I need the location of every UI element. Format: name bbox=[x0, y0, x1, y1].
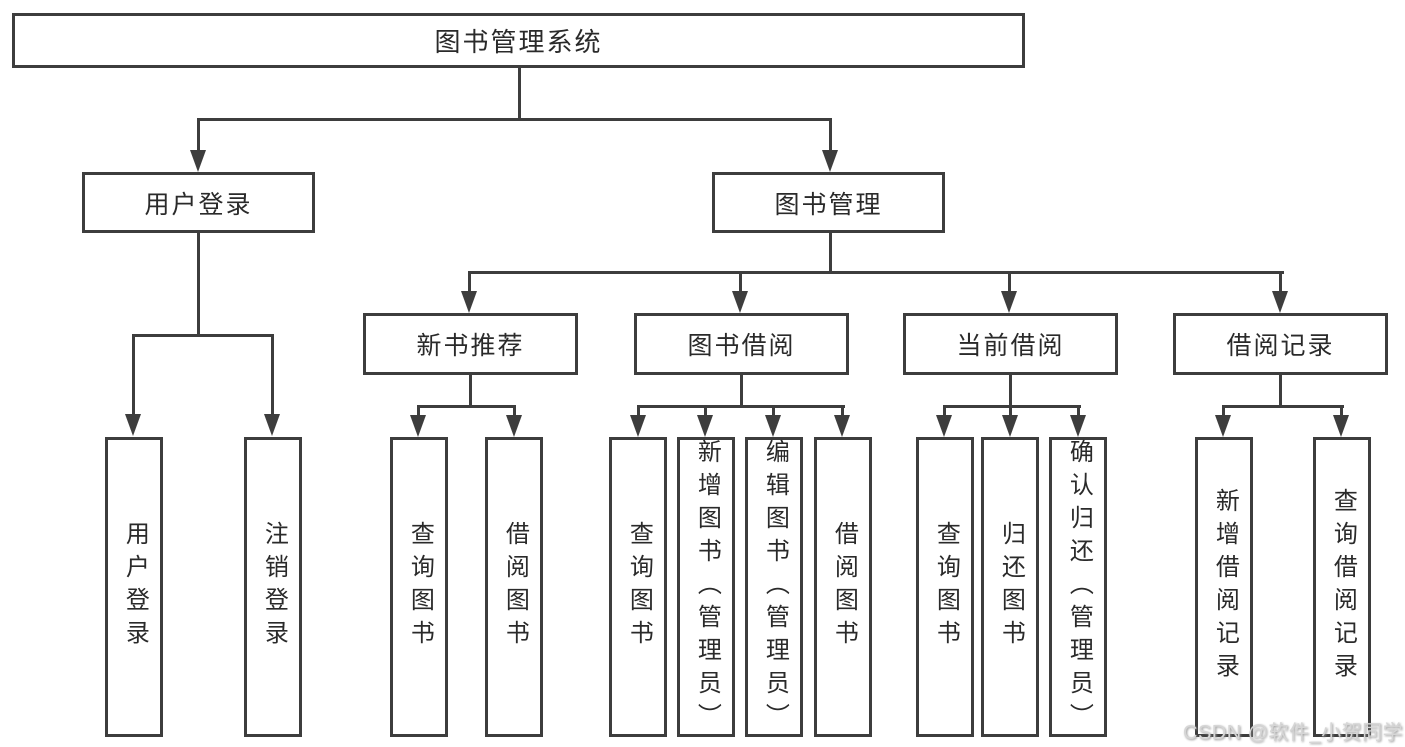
connector-book-mgmt-span bbox=[468, 271, 1284, 274]
connector-drop-leaf bbox=[1077, 405, 1080, 419]
node-borrowing-records: 借阅记录 bbox=[1173, 313, 1388, 375]
leaf-label: 新增图书（管理员） bbox=[693, 438, 721, 736]
connector-borrow-records-span bbox=[1222, 405, 1344, 408]
leaf-label: 查询图书 bbox=[932, 521, 960, 653]
leaf-query-books-recommend: 查询图书 bbox=[390, 437, 448, 737]
leaf-label: 用户登录 bbox=[121, 521, 149, 653]
connector-borrow-records-trunk bbox=[1279, 375, 1282, 408]
arrow-down-icon bbox=[461, 291, 477, 313]
connector-drop-leaf bbox=[943, 405, 946, 419]
node-label: 当前借阅 bbox=[956, 332, 1065, 360]
connector-drop-leaf bbox=[271, 334, 274, 416]
arrow-down-icon bbox=[190, 150, 206, 172]
leaf-borrow-books-recommend: 借阅图书 bbox=[485, 437, 543, 737]
leaf-edit-book-admin: 编辑图书（管理员） bbox=[745, 437, 803, 737]
connector-drop-book-management bbox=[829, 118, 832, 152]
connector-drop-leaf bbox=[513, 405, 516, 419]
leaf-add-book-admin: 新增图书（管理员） bbox=[677, 437, 735, 737]
connector-new-book-trunk bbox=[469, 375, 472, 408]
leaf-return-book: 归还图书 bbox=[981, 437, 1039, 737]
leaf-label: 归还图书 bbox=[997, 521, 1025, 653]
arrow-down-icon bbox=[506, 415, 522, 437]
connector-user-login-trunk bbox=[197, 233, 200, 337]
leaf-label: 编辑图书（管理员） bbox=[761, 438, 789, 736]
leaf-label: 确认归还（管理员） bbox=[1065, 438, 1093, 736]
node-new-book-recommendation: 新书推荐 bbox=[363, 313, 578, 375]
connector-drop-borrow-records bbox=[1279, 271, 1282, 293]
leaf-user-login: 用户登录 bbox=[105, 437, 163, 737]
connector-book-borrow-trunk bbox=[740, 375, 743, 408]
connector-drop-leaf bbox=[417, 405, 420, 419]
connector-drop-leaf bbox=[704, 405, 707, 419]
node-library-management-system: 图书管理系统 bbox=[12, 13, 1025, 68]
arrow-down-icon bbox=[1215, 415, 1231, 437]
connector-new-book-span bbox=[417, 405, 516, 408]
leaf-label: 新增借阅记录 bbox=[1211, 488, 1239, 686]
connector-drop-leaf bbox=[772, 405, 775, 419]
arrow-down-icon bbox=[1002, 415, 1018, 437]
node-label: 新书推荐 bbox=[416, 332, 525, 360]
arrow-down-icon bbox=[822, 150, 838, 172]
node-book-borrowing: 图书借阅 bbox=[634, 313, 849, 375]
leaf-label: 查询借阅记录 bbox=[1329, 488, 1357, 686]
connector-drop-leaf bbox=[1340, 405, 1343, 419]
leaf-confirm-return-admin: 确认归还（管理员） bbox=[1049, 437, 1107, 737]
leaf-label: 查询图书 bbox=[406, 521, 434, 653]
arrow-down-icon bbox=[410, 415, 426, 437]
connector-drop-leaf bbox=[841, 405, 844, 419]
leaf-logout: 注销登录 bbox=[244, 437, 302, 737]
arrow-down-icon bbox=[697, 415, 713, 437]
node-label: 图书管理 bbox=[774, 190, 883, 219]
connector-book-mgmt-trunk bbox=[829, 233, 832, 274]
arrow-down-icon bbox=[765, 415, 781, 437]
connector-drop-leaf bbox=[1222, 405, 1225, 419]
node-book-management: 图书管理 bbox=[712, 172, 945, 233]
arrow-down-icon bbox=[630, 415, 646, 437]
arrow-down-icon bbox=[936, 415, 952, 437]
arrow-down-icon bbox=[1333, 415, 1349, 437]
node-current-borrowing: 当前借阅 bbox=[903, 313, 1118, 375]
connector-user-login-span bbox=[132, 334, 274, 337]
connector-drop-user-login bbox=[197, 118, 200, 152]
node-label: 图书管理系统 bbox=[434, 27, 603, 57]
connector-book-borrow-span bbox=[637, 405, 845, 408]
arrow-down-icon bbox=[834, 415, 850, 437]
leaf-query-borrow-record: 查询借阅记录 bbox=[1313, 437, 1371, 737]
arrow-down-icon bbox=[1001, 291, 1017, 313]
connector-drop-leaf bbox=[1009, 405, 1012, 419]
leaf-label: 借阅图书 bbox=[830, 521, 858, 653]
arrow-down-icon bbox=[1272, 291, 1288, 313]
connector-drop-new-book bbox=[468, 271, 471, 293]
leaf-borrow-books: 借阅图书 bbox=[814, 437, 872, 737]
connector-drop-leaf bbox=[637, 405, 640, 419]
leaf-query-books-current: 查询图书 bbox=[916, 437, 974, 737]
leaf-label: 注销登录 bbox=[260, 521, 288, 653]
arrow-down-icon bbox=[732, 291, 748, 313]
node-label: 用户登录 bbox=[144, 190, 253, 219]
node-user-login: 用户登录 bbox=[82, 172, 315, 233]
csdn-watermark: CSDN @软件_小贺同学 bbox=[1183, 722, 1404, 744]
leaf-query-books-borrow: 查询图书 bbox=[609, 437, 667, 737]
arrow-down-icon bbox=[125, 414, 141, 436]
connector-current-borrow-trunk bbox=[1009, 375, 1012, 408]
leaf-label: 借阅图书 bbox=[501, 521, 529, 653]
arrow-down-icon bbox=[1070, 415, 1086, 437]
connector-current-borrow-span bbox=[944, 405, 1081, 408]
node-label: 借阅记录 bbox=[1226, 332, 1335, 360]
connector-root-trunk bbox=[518, 68, 521, 120]
arrow-down-icon bbox=[264, 414, 280, 436]
connector-root-span bbox=[197, 118, 832, 121]
leaf-label: 查询图书 bbox=[625, 521, 653, 653]
connector-drop-book-borrow bbox=[739, 271, 742, 293]
leaf-add-borrow-record: 新增借阅记录 bbox=[1195, 437, 1253, 737]
connector-drop-current-borrow bbox=[1008, 271, 1011, 293]
node-label: 图书借阅 bbox=[687, 332, 796, 360]
connector-drop-leaf bbox=[132, 334, 135, 416]
